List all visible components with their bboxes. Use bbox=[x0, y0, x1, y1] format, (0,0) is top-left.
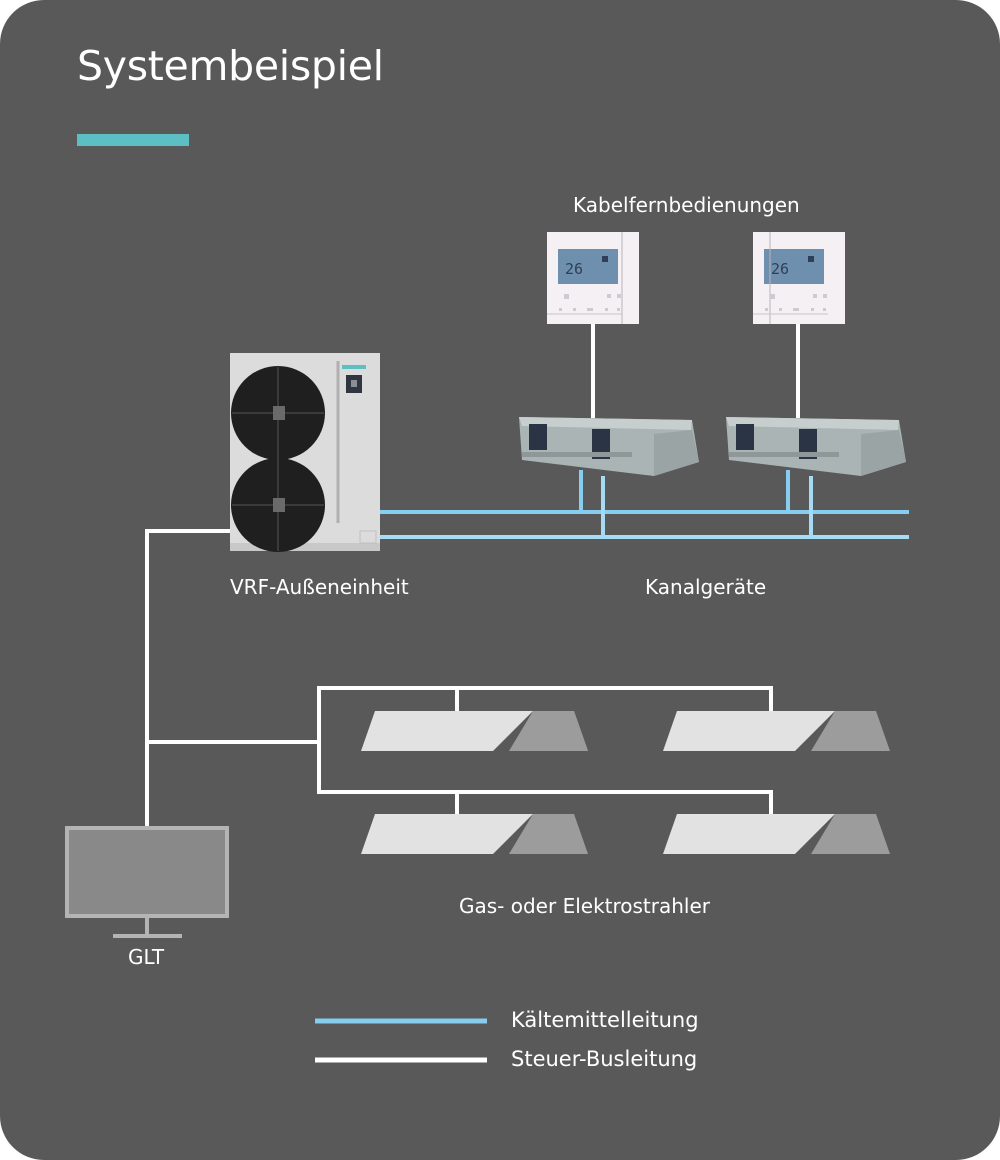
monitor-icon bbox=[65, 826, 229, 938]
bus-line-heater-bottom bbox=[317, 742, 773, 815]
title-accent-bar bbox=[77, 134, 189, 146]
heater-1 bbox=[361, 711, 588, 751]
remote-control-2: 26 bbox=[753, 232, 845, 324]
bus-lines bbox=[145, 324, 800, 828]
heater-4 bbox=[663, 814, 890, 854]
legend-label-bus: Steuer-Busleitung bbox=[511, 1047, 698, 1071]
bms-label: GLT bbox=[128, 945, 165, 969]
remote-display-value: 26 bbox=[771, 260, 789, 278]
duct-unit-2 bbox=[726, 417, 906, 476]
legend-label-refrigerant: Kältemittelleitung bbox=[511, 1008, 699, 1032]
remote-display-value: 26 bbox=[565, 260, 583, 278]
bus-line-outdoor-to-trunk bbox=[145, 529, 232, 828]
refrigerant-lines bbox=[380, 470, 909, 539]
outdoor-unit bbox=[230, 353, 380, 552]
remote-controls-label: Kabelfernbedienungen bbox=[573, 193, 800, 217]
heater-3 bbox=[361, 814, 588, 854]
heater-2 bbox=[663, 711, 890, 751]
remote-control-1: 26 bbox=[547, 232, 639, 324]
heaters-label: Gas- oder Elektrostrahler bbox=[459, 894, 711, 918]
bus-line-heater-top bbox=[317, 686, 773, 742]
outdoor-unit-label: VRF-Außeneinheit bbox=[230, 575, 409, 599]
duct-units-label: Kanalgeräte bbox=[645, 575, 767, 599]
page-title: Systembeispiel bbox=[77, 42, 384, 90]
duct-unit-1 bbox=[519, 417, 699, 476]
